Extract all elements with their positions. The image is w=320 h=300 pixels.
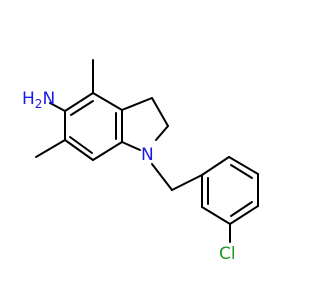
double-bond-inner xyxy=(70,100,94,116)
double-bond-inner xyxy=(69,136,93,154)
bond xyxy=(64,139,94,161)
bond xyxy=(151,97,169,127)
methyl-bond xyxy=(35,139,66,158)
bond xyxy=(201,156,230,176)
bond xyxy=(92,141,123,161)
double-bond-inner xyxy=(230,164,253,179)
bond xyxy=(171,174,203,191)
bond xyxy=(92,92,123,111)
ring-nitrogen-label: N xyxy=(141,145,154,165)
bond xyxy=(155,125,169,141)
bond xyxy=(151,163,173,191)
double-bond-inner xyxy=(230,201,253,217)
amine-label: H2N xyxy=(22,89,55,111)
amine-bond xyxy=(49,102,66,112)
bond xyxy=(228,156,259,175)
bond xyxy=(229,205,259,225)
bond xyxy=(64,92,94,112)
chlorine-label: Cl xyxy=(219,244,236,264)
molecule-structure-diagram: H2N N Cl xyxy=(22,59,259,264)
bond xyxy=(201,206,231,225)
bond xyxy=(121,97,153,111)
bond xyxy=(121,141,141,151)
